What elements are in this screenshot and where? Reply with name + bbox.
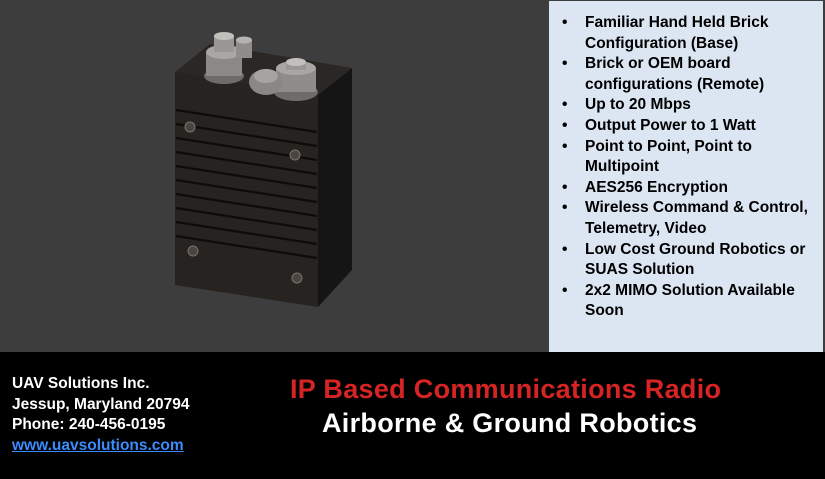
screw-icon [289, 149, 301, 161]
feature-item: Output Power to 1 Watt [559, 116, 817, 137]
device-grooves [175, 108, 318, 260]
antenna-connector-left [204, 32, 252, 84]
device-screws [184, 121, 303, 284]
company-phone: Phone: 240-456-0195 [12, 416, 166, 433]
device-side-face [318, 68, 352, 307]
contact-info: UAV Solutions Inc. Jessup, Maryland 2079… [12, 374, 190, 456]
headline-primary: IP Based Communications Radio [290, 374, 722, 404]
feature-item: Low Cost Ground Robotics or SUAS Solutio… [559, 240, 817, 281]
features-list: Familiar Hand Held Brick Configuration (… [559, 13, 817, 322]
feature-item: Brick or OEM board configurations (Remot… [559, 54, 817, 95]
screw-icon [187, 245, 199, 257]
hero-area: Familiar Hand Held Brick Configuration (… [0, 0, 825, 352]
screw-icon [184, 121, 196, 133]
feature-item: 2x2 MIMO Solution Available Soon [559, 281, 817, 322]
antenna-connector-right [249, 58, 318, 101]
feature-item: Wireless Command & Control, Telemetry, V… [559, 198, 817, 239]
features-panel: Familiar Hand Held Brick Configuration (… [549, 1, 823, 352]
feature-item: AES256 Encryption [559, 178, 817, 199]
device-front-face [175, 72, 318, 307]
company-address: Jessup, Maryland 20794 [12, 395, 190, 413]
screw-icon [291, 272, 303, 284]
feature-item: Point to Point, Point to Multipoint [559, 137, 817, 178]
website-link[interactable]: www.uavsolutions.com [12, 436, 184, 454]
feature-item: Familiar Hand Held Brick Configuration (… [559, 13, 817, 54]
footer-band: UAV Solutions Inc. Jessup, Maryland 2079… [0, 352, 825, 479]
headline-secondary: Airborne & Ground Robotics [322, 408, 698, 438]
company-name: UAV Solutions Inc. [12, 375, 150, 392]
radio-brick-image [175, 32, 352, 307]
feature-item: Up to 20 Mbps [559, 95, 817, 116]
